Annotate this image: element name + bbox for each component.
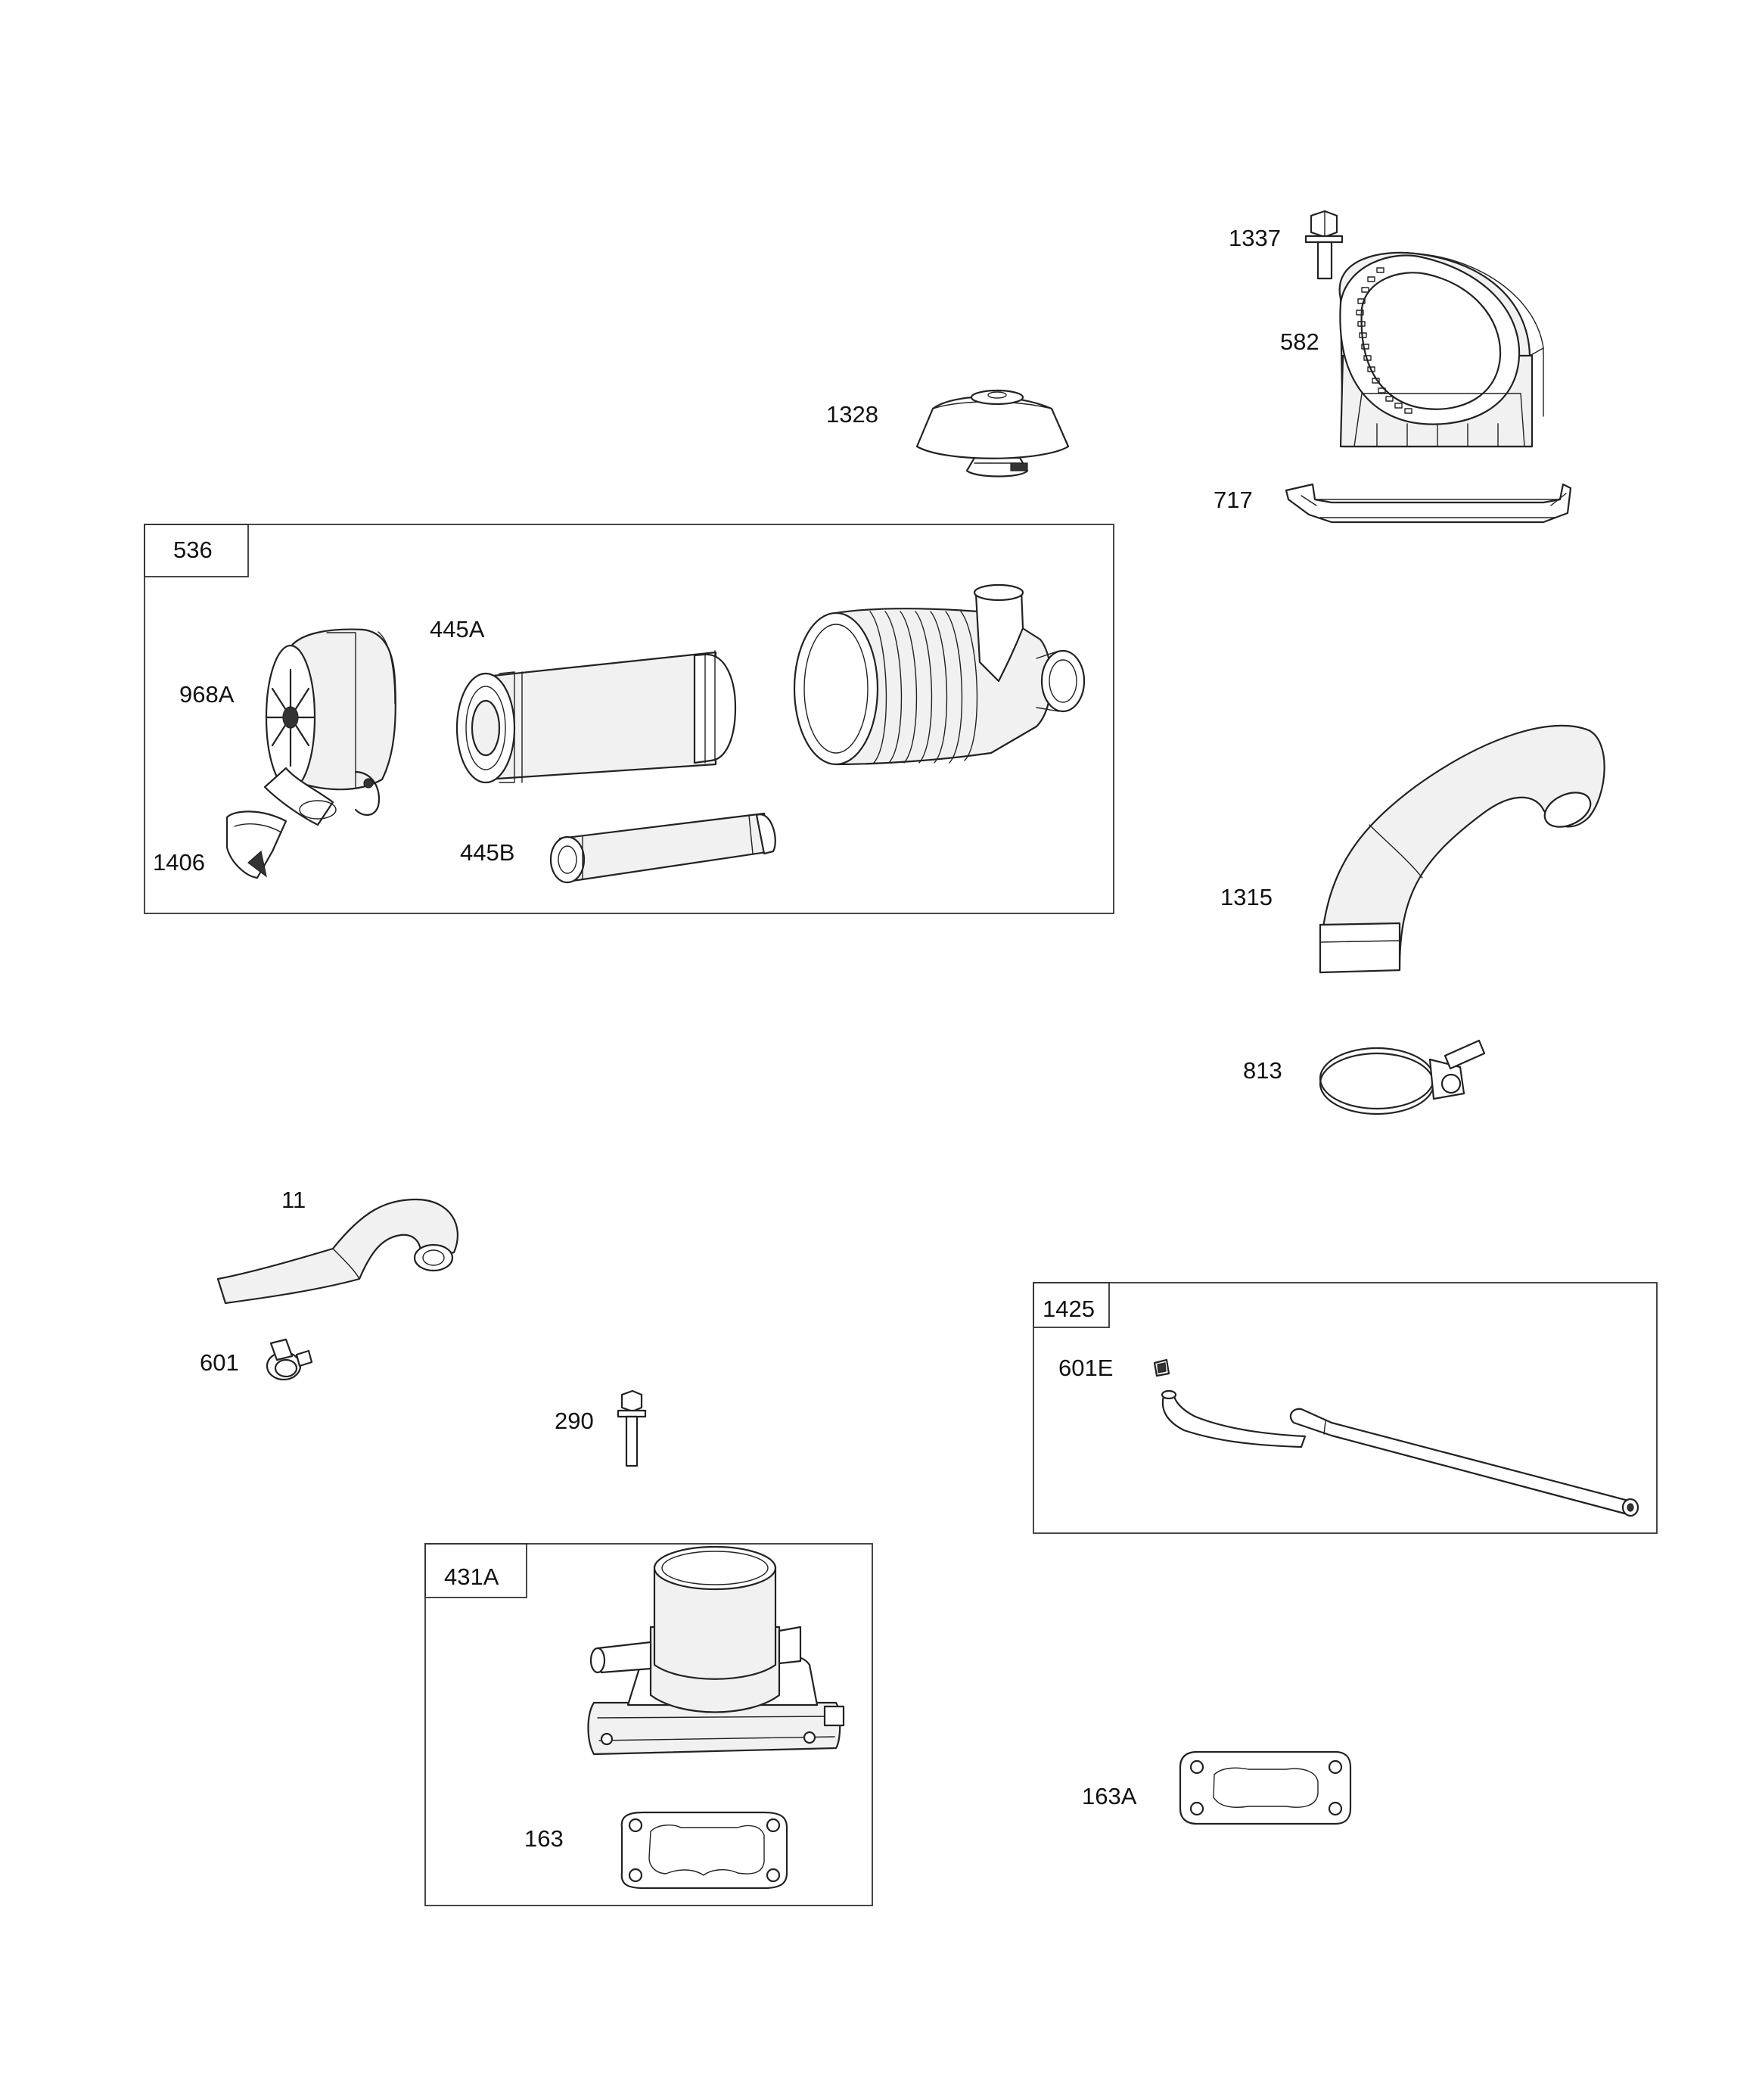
label-445B: 445B [460, 839, 514, 866]
air-cleaner-bracket-582-part [1338, 251, 1544, 448]
label-1337: 1337 [1229, 225, 1281, 251]
strap-717-part [1285, 483, 1572, 524]
gasket-163-part [620, 1811, 788, 1890]
air-cleaner-cover-968A-part [263, 628, 396, 826]
label-1315: 1315 [1220, 884, 1273, 910]
group-536 [144, 524, 1114, 914]
label-163A: 163A [1082, 1783, 1137, 1809]
label-431A: 431A [444, 1563, 499, 1590]
label-536: 536 [173, 537, 213, 563]
group-431A [424, 1543, 873, 1906]
bolt-1337-part [1304, 210, 1344, 280]
safety-filter-445B-part [549, 812, 776, 884]
label-601: 601 [200, 1349, 239, 1376]
primary-filter-445A-part [455, 650, 737, 784]
bolt-290-part [617, 1389, 647, 1467]
label-813: 813 [1243, 1057, 1282, 1084]
hose-clamp-601-part [266, 1338, 313, 1381]
label-717: 717 [1214, 487, 1253, 513]
precleaner-cap-1328-part [915, 389, 1070, 478]
label-968A: 968A [179, 681, 235, 708]
label-601E: 601E [1058, 1355, 1113, 1381]
label-1406: 1406 [153, 849, 205, 876]
label-582: 582 [1280, 328, 1319, 355]
breather-tube-1425-part [1161, 1389, 1639, 1517]
label-1425: 1425 [1043, 1296, 1095, 1322]
hose-11-part [216, 1198, 458, 1305]
group-1425 [1033, 1282, 1658, 1534]
hose-clamp-813-part [1319, 1039, 1486, 1115]
hose-clamp-601E-part [1153, 1358, 1170, 1377]
gasket-163A-part [1179, 1750, 1352, 1825]
bracket-slots [1356, 267, 1412, 414]
label-1328: 1328 [826, 401, 878, 428]
air-cleaner-body-part [793, 583, 1086, 766]
label-445A: 445A [430, 616, 485, 642]
air-intake-hose-1315-part [1319, 724, 1605, 974]
intake-adapter-431A-part [587, 1545, 845, 1756]
body-ribs [869, 611, 978, 764]
label-290: 290 [555, 1408, 594, 1434]
vacuator-valve-1406-part [225, 810, 287, 879]
label-11: 11 [281, 1187, 306, 1213]
label-163: 163 [524, 1825, 564, 1852]
